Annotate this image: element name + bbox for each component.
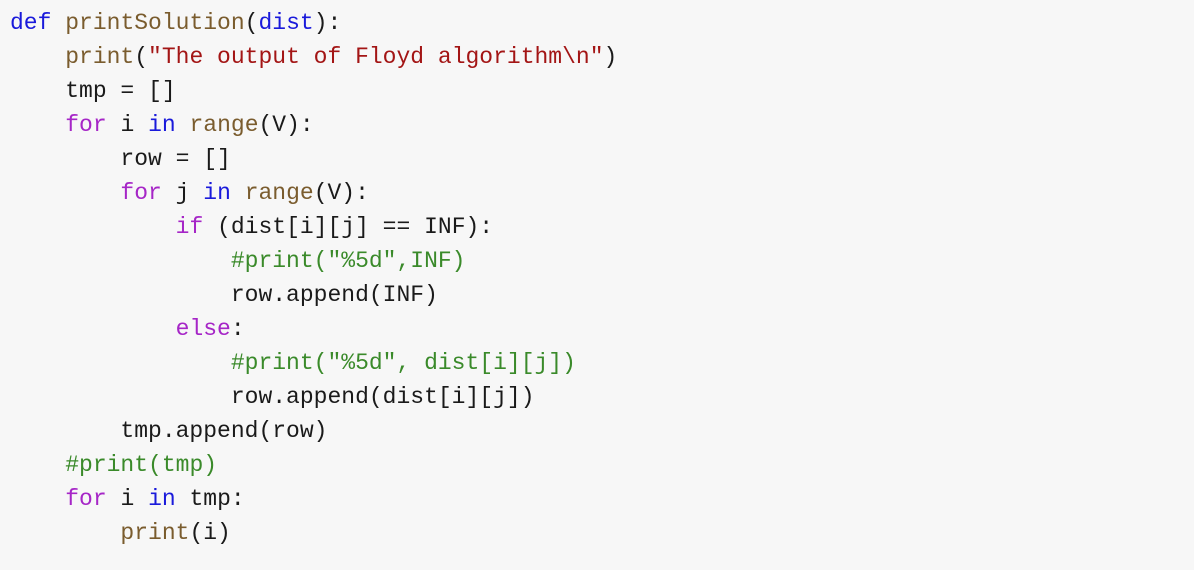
code-token	[176, 112, 190, 138]
code-token: if	[175, 214, 204, 240]
code-token: for	[65, 486, 107, 512]
code-line: #print("%5d",INF)	[10, 244, 1184, 278]
code-indent	[10, 350, 231, 376]
code-indent	[10, 112, 65, 138]
code-indent	[10, 180, 120, 206]
code-token: :	[230, 316, 245, 342]
code-token: range	[189, 112, 259, 138]
code-token: #print(tmp)	[65, 452, 218, 478]
code-token: printSolution	[65, 10, 245, 36]
code-token: row.append(dist[i][j])	[230, 384, 535, 410]
code-token: "The output of Floyd algorithm\n"	[148, 44, 604, 70]
code-indent	[10, 384, 231, 410]
code-token: print	[65, 44, 135, 70]
code-token: j	[161, 180, 204, 206]
code-token: row.append(INF)	[230, 282, 438, 308]
code-token: tmp.append(row)	[120, 418, 328, 444]
code-indent	[10, 282, 231, 308]
code-line: #print(tmp)	[10, 448, 1184, 482]
code-indent	[10, 78, 65, 104]
code-token: tmp:	[175, 486, 245, 512]
code-line: print("The output of Floyd algorithm\n")	[10, 40, 1184, 74]
code-token: row = []	[120, 146, 231, 172]
code-indent	[10, 486, 65, 512]
code-indent	[10, 146, 120, 172]
code-token	[231, 180, 245, 206]
code-token: (dist[i][j] == INF):	[203, 214, 494, 240]
code-token: i	[106, 486, 149, 512]
code-line: row.append(INF)	[10, 278, 1184, 312]
code-line: #print("%5d", dist[i][j])	[10, 346, 1184, 380]
code-token: def	[10, 10, 52, 36]
code-indent	[10, 418, 120, 444]
code-token: for	[120, 180, 162, 206]
code-line: row.append(dist[i][j])	[10, 380, 1184, 414]
code-indent	[10, 44, 65, 70]
code-token: )	[603, 44, 618, 70]
code-line: for j in range(V):	[10, 176, 1184, 210]
code-token: ):	[313, 10, 342, 36]
code-token: tmp = []	[65, 78, 176, 104]
code-indent	[10, 520, 120, 546]
code-line: tmp = []	[10, 74, 1184, 108]
code-line: def printSolution(dist):	[10, 6, 1184, 40]
code-indent	[10, 214, 176, 240]
code-token: (V):	[258, 112, 314, 138]
code-token: in	[203, 180, 231, 206]
code-token: (i)	[189, 520, 231, 546]
code-line: else:	[10, 312, 1184, 346]
code-token: #print("%5d", dist[i][j])	[230, 350, 576, 376]
code-token: for	[65, 112, 107, 138]
code-line: print(i)	[10, 516, 1184, 550]
code-indent	[10, 316, 176, 342]
code-token	[51, 10, 65, 36]
code-token: print	[120, 520, 190, 546]
code-listing: def printSolution(dist): print("The outp…	[10, 6, 1184, 550]
code-token: in	[148, 112, 176, 138]
code-token: (	[134, 44, 149, 70]
code-line: for i in range(V):	[10, 108, 1184, 142]
code-line: if (dist[i][j] == INF):	[10, 210, 1184, 244]
code-token: range	[244, 180, 314, 206]
code-line: tmp.append(row)	[10, 414, 1184, 448]
code-token: i	[106, 112, 149, 138]
code-token: in	[148, 486, 176, 512]
code-line: row = []	[10, 142, 1184, 176]
code-indent	[10, 452, 65, 478]
code-token: dist	[258, 10, 314, 36]
code-indent	[10, 248, 231, 274]
code-token: (	[244, 10, 259, 36]
code-token: (V):	[313, 180, 369, 206]
code-token: #print("%5d",INF)	[230, 248, 466, 274]
code-token: else	[175, 316, 231, 342]
code-line: for i in tmp:	[10, 482, 1184, 516]
